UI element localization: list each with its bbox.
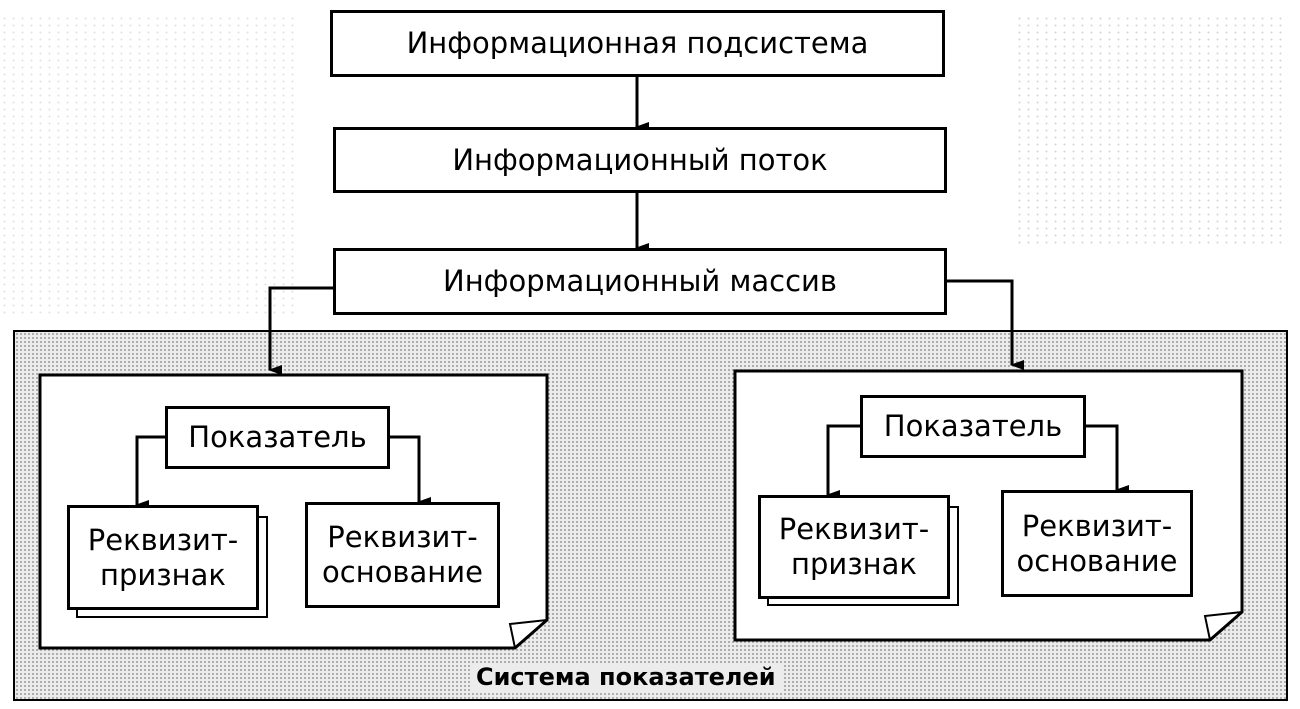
information-subsystem-box: Информационная подсистема xyxy=(330,10,945,77)
scan-noise-right xyxy=(1015,15,1285,245)
left-attribute-feature-label: Реквизит- признак xyxy=(87,522,239,592)
information-flow-box: Информационный поток xyxy=(333,127,947,193)
information-array-box: Информационный массив xyxy=(333,248,947,315)
right-indicator-box: Показатель xyxy=(860,395,1086,458)
indicator-system-caption: Система показателей xyxy=(470,663,782,691)
scan-noise-left xyxy=(0,15,300,315)
right-indicator-label: Показатель xyxy=(883,409,1063,444)
right-attribute-basis-label: Реквизит- основание xyxy=(1016,508,1178,578)
right-attribute-basis-box: Реквизит- основание xyxy=(1001,490,1193,597)
left-attribute-basis-box: Реквизит- основание xyxy=(305,502,500,608)
right-attribute-feature-box: Реквизит- признак xyxy=(758,495,950,599)
information-flow-label: Информационный поток xyxy=(452,142,828,177)
left-indicator-box: Показатель xyxy=(165,406,390,469)
information-subsystem-label: Информационная подсистема xyxy=(406,26,869,61)
left-attribute-feature-box: Реквизит- признак xyxy=(67,505,259,610)
information-array-label: Информационный массив xyxy=(443,264,837,299)
right-attribute-feature-label: Реквизит- признак xyxy=(778,512,930,581)
left-attribute-basis-label: Реквизит- основание xyxy=(322,520,483,589)
left-indicator-label: Показатель xyxy=(188,420,367,455)
